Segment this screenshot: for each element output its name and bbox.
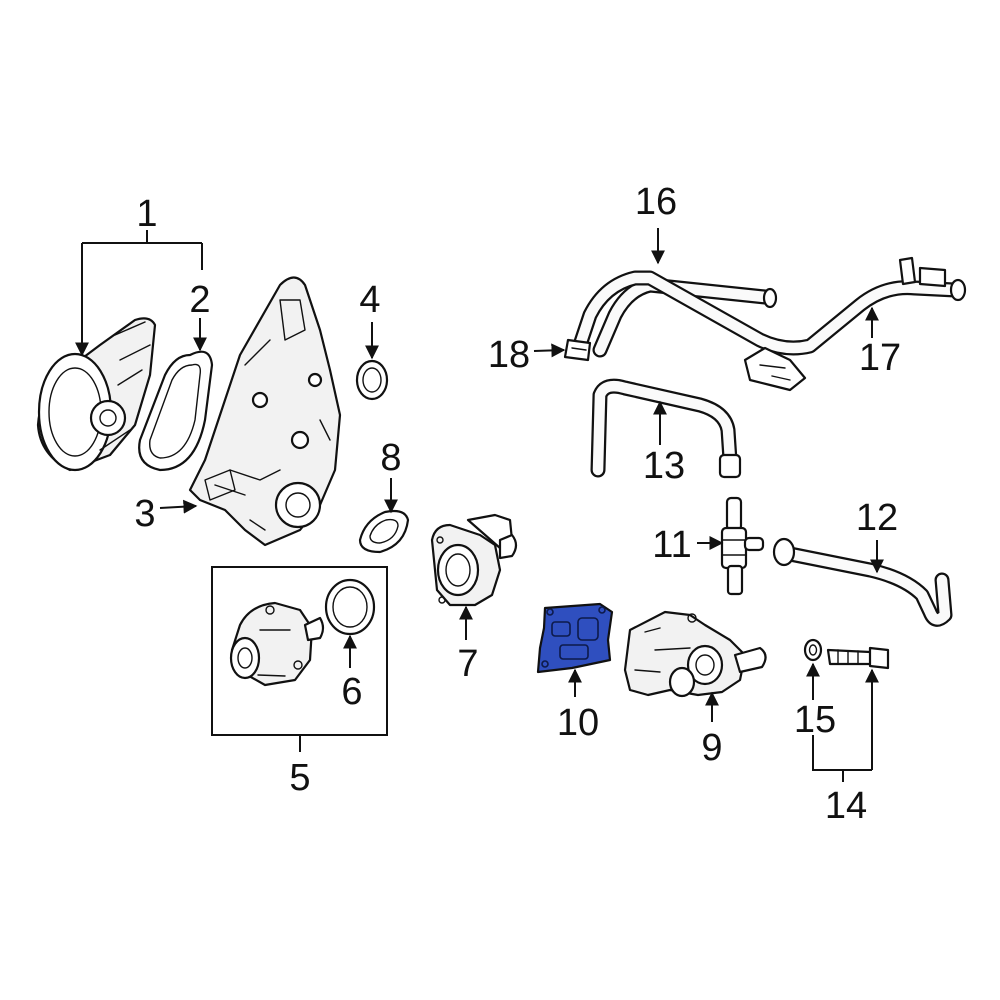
callout-labels: 1 2 3 4 5 6 7 8 9 10 11 12 13 14 15 16 1… [134, 181, 901, 827]
callout-14: 14 [825, 785, 867, 827]
leader-lines [75, 228, 884, 782]
part-11-fitting[interactable] [720, 496, 765, 596]
callout-10: 10 [557, 702, 599, 744]
part-5-water-pump[interactable] [229, 601, 325, 687]
callout-1: 1 [136, 193, 157, 235]
callout-15: 15 [794, 699, 836, 741]
callout-12: 12 [856, 497, 898, 539]
part-6-ring[interactable] [324, 578, 376, 636]
part-18-connector[interactable] [563, 338, 592, 362]
part-1-water-pump-pulley[interactable] [36, 317, 157, 472]
callout-8: 8 [380, 437, 401, 479]
callout-9: 9 [701, 727, 722, 769]
part-4-o-ring[interactable] [355, 359, 389, 401]
part-17-pipe-assembly[interactable] [572, 256, 967, 392]
part-10-gasket-highlighted[interactable] [536, 602, 614, 674]
callout-11: 11 [652, 524, 691, 566]
part-7-thermostat-housing[interactable] [430, 513, 518, 607]
part-13-hose[interactable] [590, 378, 742, 479]
part-15-washer[interactable] [803, 638, 823, 662]
callout-13: 13 [643, 445, 685, 487]
callout-5: 5 [289, 757, 310, 799]
callout-3: 3 [134, 493, 155, 535]
part-14-bolt[interactable] [826, 646, 890, 670]
callout-4: 4 [359, 279, 380, 321]
callout-6: 6 [341, 671, 362, 713]
callout-2: 2 [189, 279, 210, 321]
callout-17: 17 [859, 337, 901, 379]
part-9-water-outlet-housing[interactable] [623, 610, 767, 698]
part-8-seal[interactable] [358, 509, 410, 554]
part-2-gasket[interactable] [138, 350, 214, 472]
callout-18: 18 [488, 334, 530, 376]
part-12-hose[interactable] [772, 537, 953, 627]
callout-16: 16 [635, 181, 677, 223]
part-3-timing-cover[interactable] [188, 276, 342, 547]
callout-7: 7 [457, 643, 478, 685]
